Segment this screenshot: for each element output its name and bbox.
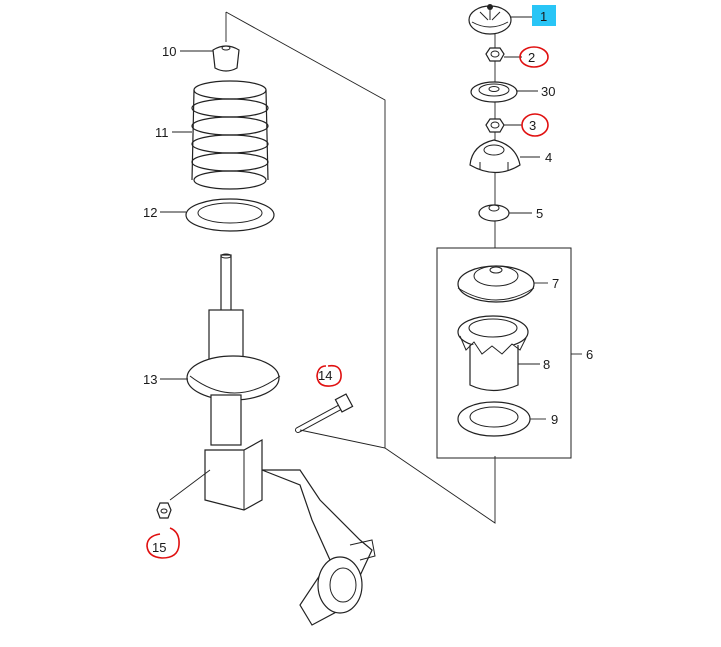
part-11-coil-spring[interactable] bbox=[191, 80, 269, 190]
label-14: 14 bbox=[318, 368, 332, 383]
label-2: 2 bbox=[528, 50, 535, 65]
label-7: 7 bbox=[552, 276, 559, 291]
label-5: 5 bbox=[536, 206, 543, 221]
part-7-upper-seat[interactable] bbox=[457, 265, 535, 303]
part-13-strut[interactable] bbox=[186, 253, 281, 511]
red-annotations bbox=[146, 46, 549, 559]
label-9: 9 bbox=[551, 412, 558, 427]
highlight-box bbox=[532, 5, 556, 26]
label-15: 15 bbox=[152, 540, 166, 555]
label-11: 11 bbox=[155, 125, 169, 140]
circle-15 bbox=[146, 527, 180, 559]
part-30-washer[interactable] bbox=[470, 81, 518, 103]
circle-14 bbox=[316, 364, 342, 387]
sub-assembly-box bbox=[436, 247, 572, 459]
circle-3 bbox=[521, 113, 549, 137]
label-10: 10 bbox=[162, 44, 176, 59]
leader-lines bbox=[160, 16, 582, 420]
label-6: 6 bbox=[586, 347, 593, 362]
label-13: 13 bbox=[143, 372, 157, 387]
part-9-lower-seat[interactable] bbox=[457, 401, 531, 437]
part-8-dust-boot[interactable] bbox=[457, 315, 529, 392]
part-2-nut[interactable] bbox=[485, 47, 505, 62]
part-4-mount[interactable] bbox=[469, 139, 521, 174]
part-12-spring-pad[interactable] bbox=[185, 198, 275, 232]
part-5-bushing[interactable] bbox=[478, 204, 510, 222]
assembly-frame-lines bbox=[225, 11, 496, 524]
label-4: 4 bbox=[545, 150, 552, 165]
circle-2 bbox=[519, 46, 549, 68]
label-12: 12 bbox=[143, 205, 157, 220]
part-3-nut[interactable] bbox=[485, 118, 505, 133]
label-8: 8 bbox=[543, 357, 550, 372]
label-3: 3 bbox=[529, 118, 536, 133]
part-15-nut[interactable] bbox=[156, 502, 172, 519]
part-10-bump-cap[interactable] bbox=[212, 45, 240, 72]
label-30: 30 bbox=[541, 84, 555, 99]
label-1: 1 bbox=[540, 9, 547, 24]
part-14-bolt[interactable] bbox=[295, 393, 354, 433]
steering-knuckle bbox=[169, 429, 386, 626]
part-1-cap[interactable] bbox=[468, 4, 512, 35]
